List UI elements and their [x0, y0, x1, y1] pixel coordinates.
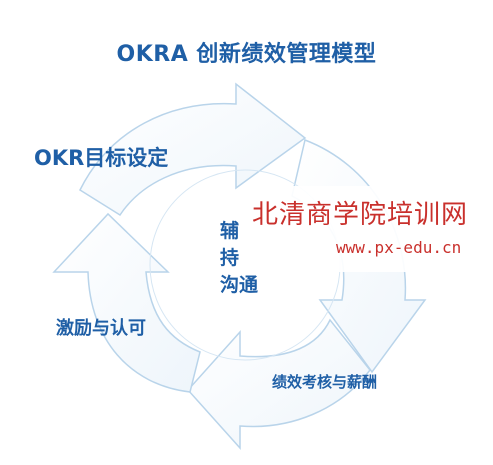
- stage-performance-evaluation: 绩效考核与薪酬: [272, 373, 378, 391]
- diagram-title: OKRA 创新绩效管理模型: [116, 42, 377, 67]
- cycle-arrow-bottom: [186, 318, 371, 450]
- stage-okr-goal-setting: OKR目标设定: [34, 146, 169, 170]
- stage-reward-recognition: 激励与认可: [56, 318, 146, 339]
- watermark-name: 北清商学院培训网: [252, 200, 469, 230]
- cycle-arrow-left: [52, 212, 201, 393]
- center-label-line-1: 辅: [220, 220, 240, 242]
- center-label-line-3: 沟通: [220, 274, 259, 296]
- watermark-url: www.px-edu.cn: [336, 238, 462, 257]
- cycle-arrow-top: [79, 82, 307, 217]
- center-label-line-2: 持: [220, 247, 240, 269]
- watermark-overlay: 北清商学院培训网 www.px-edu.cn: [244, 186, 493, 272]
- center-label: 辅 持 沟通: [220, 218, 272, 299]
